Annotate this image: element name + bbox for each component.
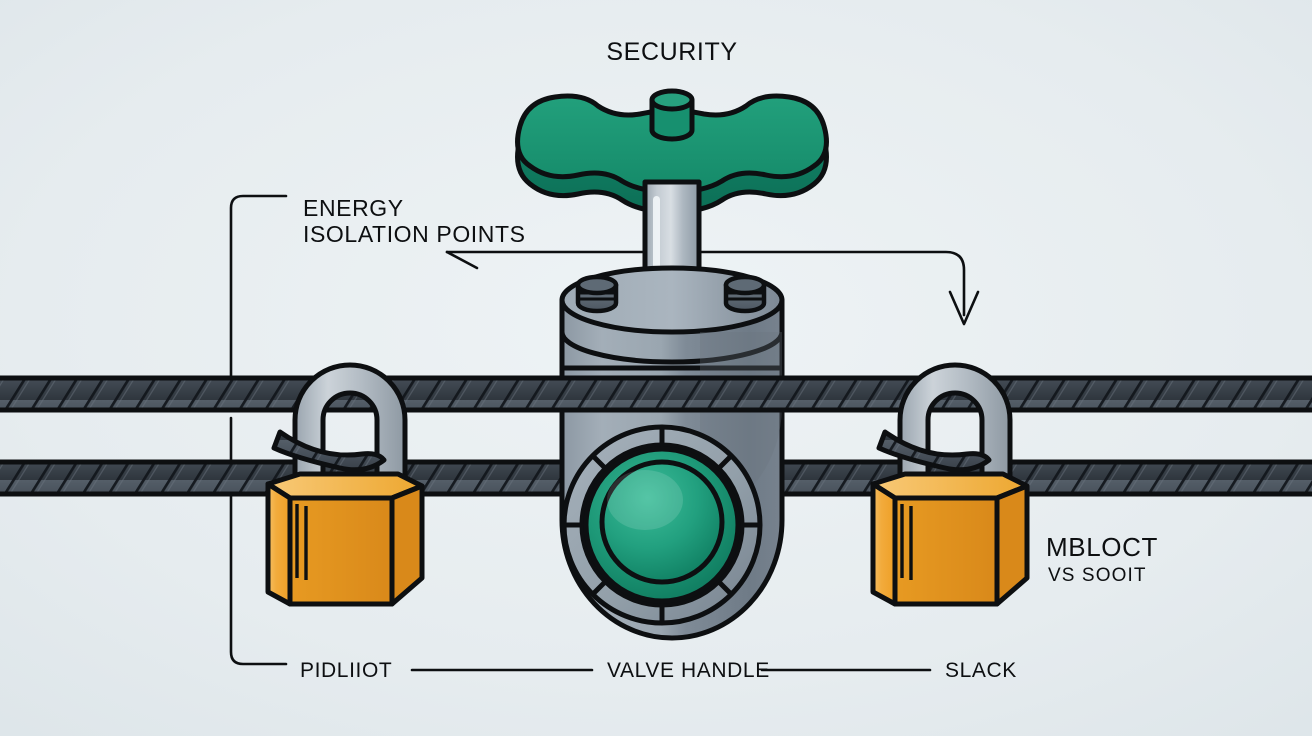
cable-loop-left [271,429,387,473]
padlock-right[interactable] [870,362,1030,607]
padlock-left-label: PIDLIIOT [300,659,392,682]
padlock-left-body-front [265,481,293,607]
slack-label: SLACK [945,659,1017,682]
energy-isolation-bracket [229,194,288,666]
padlock-left[interactable] [265,362,425,607]
padlock-right-body-front [870,481,898,607]
mbloct-sub-label: VS SOOIT [1048,565,1147,586]
energy-isolation-label-line1: ENERGY [303,195,404,221]
valve-handle-boss [649,88,695,142]
dial-spokes [564,427,760,623]
valve-handle-label: VALVE HANDLE [607,659,770,682]
isolation-leader-arrow [445,250,980,326]
padlock-right-body-side [994,483,1030,607]
flange-bolt-left [575,274,619,314]
padlock-left-grooves [295,504,308,580]
cable-loop-right [876,429,992,473]
page-title: SECURITY [606,38,737,66]
valve-stem-highlight [653,196,660,282]
valve-handle-top [515,93,829,195]
flange-bolt-right [723,274,767,314]
dial-dome [599,459,725,585]
dial-highlight [607,470,683,530]
indicator-dial[interactable] [561,424,763,626]
upper-cable [0,375,1312,413]
padlock-right-grooves [900,504,913,580]
energy-isolation-label-line2: ISOLATION POINTS [303,221,526,247]
padlock-left-body-side [389,483,425,607]
valve-handle[interactable] [515,88,829,215]
mbloct-label: MBLOCT [1046,532,1158,562]
